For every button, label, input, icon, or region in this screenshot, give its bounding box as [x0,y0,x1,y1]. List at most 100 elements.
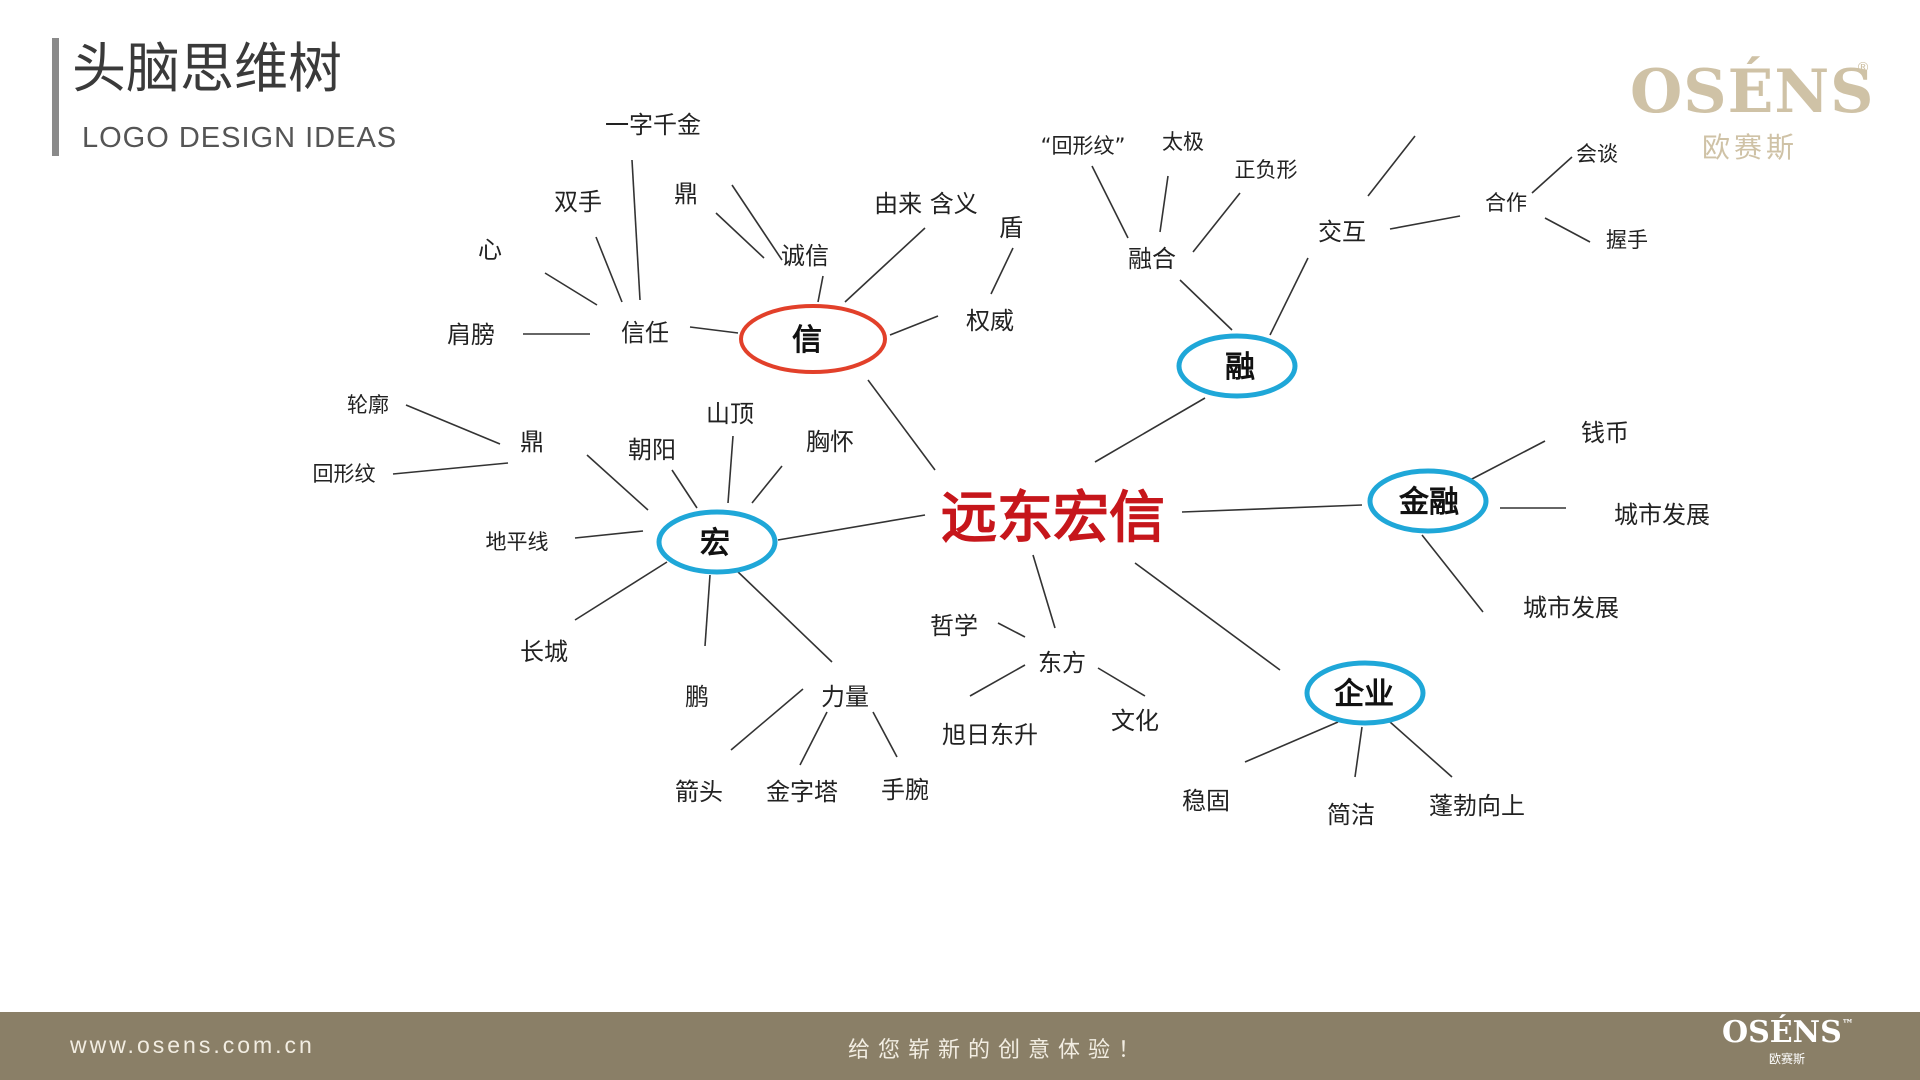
footer-slogan: 给您崭新的创意体验！ [848,1038,1149,1063]
hub-label-qiye: 企业 [1334,677,1394,712]
edge-hezuo-huitan [1531,156,1573,194]
node-qianbi: 钱币 [1581,419,1629,447]
node-rong-huixingwen: “回形纹” [1041,134,1126,158]
edge-liliang-jiantou [730,688,804,751]
edge-center-jinrong [1181,504,1363,513]
node-xinren: 信任 [621,319,669,347]
node-wengu: 稳固 [1182,787,1230,815]
node-xin-ding: 鼎 [674,180,698,208]
node-taiji: 太极 [1162,130,1204,154]
node-jianjie: 简洁 [1327,801,1375,829]
edge-hong-liliang [735,569,833,663]
edge-hezuo-woshou [1544,217,1591,243]
node-dipingxian: 地平线 [486,530,549,554]
edge-jinrong-qianbi [1469,440,1546,481]
node-xionghuai: 胸怀 [806,428,854,456]
node-heart: 心 [478,236,502,264]
hub-ring-xin [739,304,887,374]
node-zhexue: 哲学 [930,612,978,640]
brand-logo-wordmark: OSÉNS [1630,57,1875,127]
hub-ring-jinrong [1367,468,1489,534]
node-changcheng: 长城 [520,638,568,666]
node-liliang: 力量 [821,683,869,711]
edge-chengxin-yizi [731,184,783,261]
node-youlai: 由来 含义 [874,190,978,218]
node-jiaohu: 交互 [1318,218,1366,246]
edge-jiaohu-hezuo [1389,215,1461,230]
edge-xin-quanwei [889,315,939,336]
node-xuri: 旭日东升 [942,721,1038,749]
brand-logo-chinese: 欧赛斯 [1701,131,1798,164]
edge-qiye-jianjie [1354,726,1363,778]
node-woshou: 握手 [1606,228,1648,252]
node-dongfang: 东方 [1038,649,1086,677]
edge-xin-xinren [689,326,739,334]
node-pengbo: 蓬勃向上 [1429,792,1525,820]
hub-label-hong: 宏 [700,526,730,561]
edge-center-xin [867,379,936,471]
edge-qiye-pengbo [1389,721,1453,778]
edge-dongfang-zhexue [997,622,1026,638]
edge-hong-ding [586,454,649,511]
node-jiantou: 箭头 [675,778,723,806]
edge-dongfang-xuri [969,664,1026,697]
edge-ding-huixingwen [392,462,509,475]
edge-hong-chaoyang [671,469,698,509]
hub-ring-qiye [1304,660,1426,726]
registered-mark: ® [1856,60,1870,76]
page-subtitle: LOGO DESIGN IDEAS [82,122,398,154]
node-zhengfuxing: 正负形 [1235,158,1298,182]
edge-rong-jiaohu [1269,257,1309,336]
node-chengxin: 诚信 [781,242,829,270]
edge-center-rong [1094,397,1206,463]
node-hong-ding: 鼎 [520,428,544,456]
node-chaoyang: 朝阳 [628,436,676,464]
node-ronghe: 融合 [1128,245,1176,273]
hub-rings [656,304,1489,726]
hub-ring-rong [1176,333,1298,399]
node-shuangshou: 双手 [554,188,602,216]
brand-logo: OSÉNS 欧赛斯 ® [1630,57,1875,166]
edge-hong-xionghuai [751,465,783,504]
hub-label-jinrong: 金融 [1398,485,1459,520]
edge-ronghe-taiji [1159,175,1169,233]
node-lunkuo: 轮廓 [347,393,389,417]
node-huitan: 会谈 [1576,142,1618,166]
edge-qiye-wengu [1244,721,1339,763]
node-wenhua: 文化 [1111,707,1159,735]
connectors [392,135,1591,778]
title-accent-bar [52,38,59,156]
page-title: 头脑思维树 [72,37,342,100]
edge-hong-peng [704,574,711,647]
edge-xin-chengxin [817,275,824,303]
edge-dongfang-wenhua [1097,667,1146,697]
footer-url: www.osens.com.cn [70,1032,315,1058]
edge-rong-ronghe [1179,279,1233,331]
edge-jiaohu-up [1367,135,1416,197]
edge-center-hong [777,514,926,541]
edge-center-dongfang [1032,554,1056,629]
edge-xin-youlai [844,227,926,303]
node-quanwei: 权威 [966,307,1014,335]
node-shouwan: 手腕 [881,776,929,804]
node-yizi: 一字千金 [605,111,701,139]
center-node: 远东宏信 [941,486,1165,551]
node-peng: 鹏 [685,683,709,711]
edge-hong-dipingxian [574,530,644,539]
footer-bar: www.osens.com.cn 给您崭新的创意体验！ OSÉNS™ 欧赛斯 [0,1012,1920,1080]
mind-map: 信 融 宏 金融 企业 远东宏信 一字千金 双手 鼎 心 诚信 由来 含义 盾 … [313,111,1711,829]
footer-logo-wordmark: OSÉNS [1722,1015,1842,1050]
edge-xinren-shuangshou [595,236,623,303]
node-shanding: 山顶 [706,400,754,428]
hub-label-rong: 融 [1225,350,1255,385]
hub-ring-hong [656,509,778,575]
node-dun: 盾 [999,214,1023,242]
node-chengshi2: 城市发展 [1523,594,1619,622]
edge-hong-changcheng [574,561,668,621]
node-hong-huixingwen: 回形纹 [313,462,376,486]
hub-label-xin: 信 [792,323,822,358]
edge-chengxin-ding [715,212,765,259]
edge-ronghe-huixingwen [1091,165,1129,239]
edge-liliang-shouwan [872,711,898,758]
footer-logo: OSÉNS™ 欧赛斯 [1722,1015,1854,1067]
